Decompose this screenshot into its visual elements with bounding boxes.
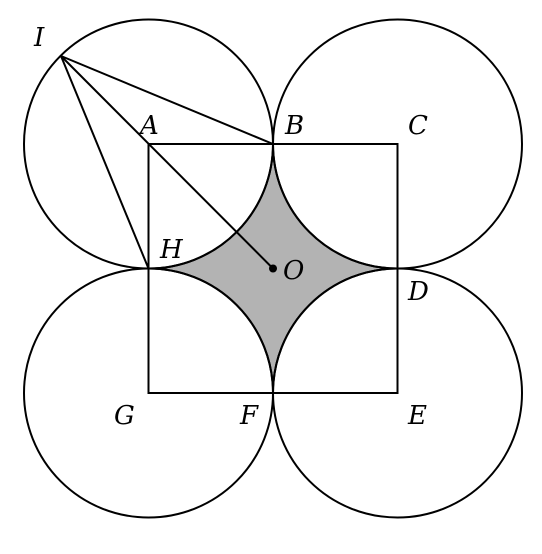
label-I: I — [33, 23, 45, 53]
label-C: C — [408, 111, 428, 141]
segment-IO — [60, 55, 274, 270]
label-D: D — [407, 277, 429, 307]
label-A: A — [138, 111, 159, 141]
label-E: E — [407, 401, 427, 431]
label-G: G — [114, 401, 135, 431]
label-O: O — [283, 256, 304, 286]
label-H: H — [159, 235, 184, 265]
segment-IH — [60, 55, 150, 269]
segment-IB — [60, 55, 274, 145]
circle-bottom-right — [272, 267, 523, 519]
point-O — [269, 264, 277, 273]
label-B: B — [284, 111, 304, 141]
label-F: F — [239, 401, 259, 431]
